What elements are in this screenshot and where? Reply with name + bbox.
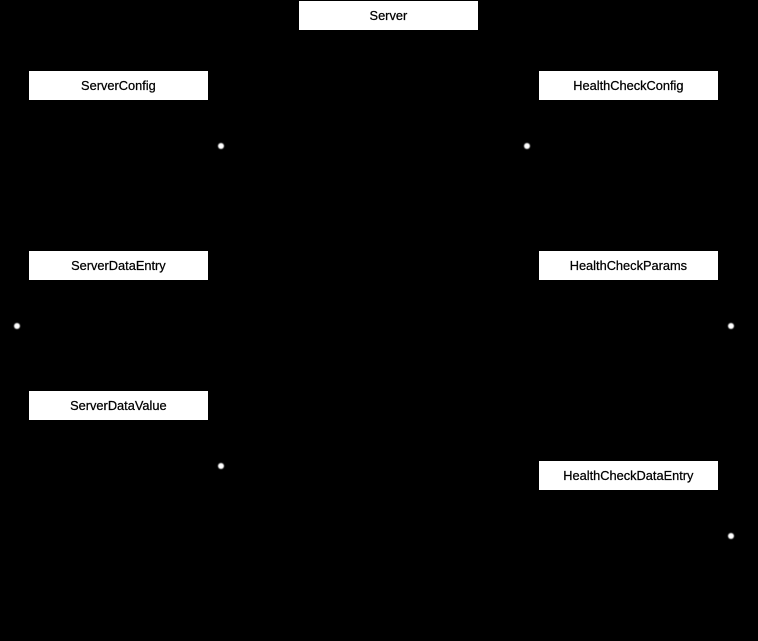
node-server-config-label: ServerConfig (81, 77, 156, 93)
node-server: Server (298, 1, 478, 30)
node-server-data-entry: ServerDataEntry (28, 250, 208, 280)
node-health-check-params-label: HealthCheckParams (569, 257, 688, 273)
connector-dot-icon (13, 322, 20, 329)
node-server-config: ServerConfig (28, 70, 208, 100)
connector-dot-icon (217, 142, 224, 149)
node-server-data-entry-label: ServerDataEntry (71, 257, 166, 273)
connector-dot-icon (217, 462, 224, 469)
connector-dot-icon (727, 532, 734, 539)
node-server-data-value: ServerDataValue (28, 390, 208, 420)
node-health-check-data-entry: HealthCheckDataEntry (538, 460, 718, 490)
connector-dot-icon (727, 322, 734, 329)
node-server-label: Server (369, 7, 408, 23)
node-health-check-config: HealthCheckConfig (538, 70, 718, 100)
node-server-data-value-label: ServerDataValue (70, 397, 167, 413)
node-health-check-params: HealthCheckParams (538, 250, 718, 280)
connector-dot-icon (523, 142, 530, 149)
node-health-check-config-label: HealthCheckConfig (573, 77, 684, 93)
node-health-check-data-entry-label: HealthCheckDataEntry (563, 467, 694, 483)
